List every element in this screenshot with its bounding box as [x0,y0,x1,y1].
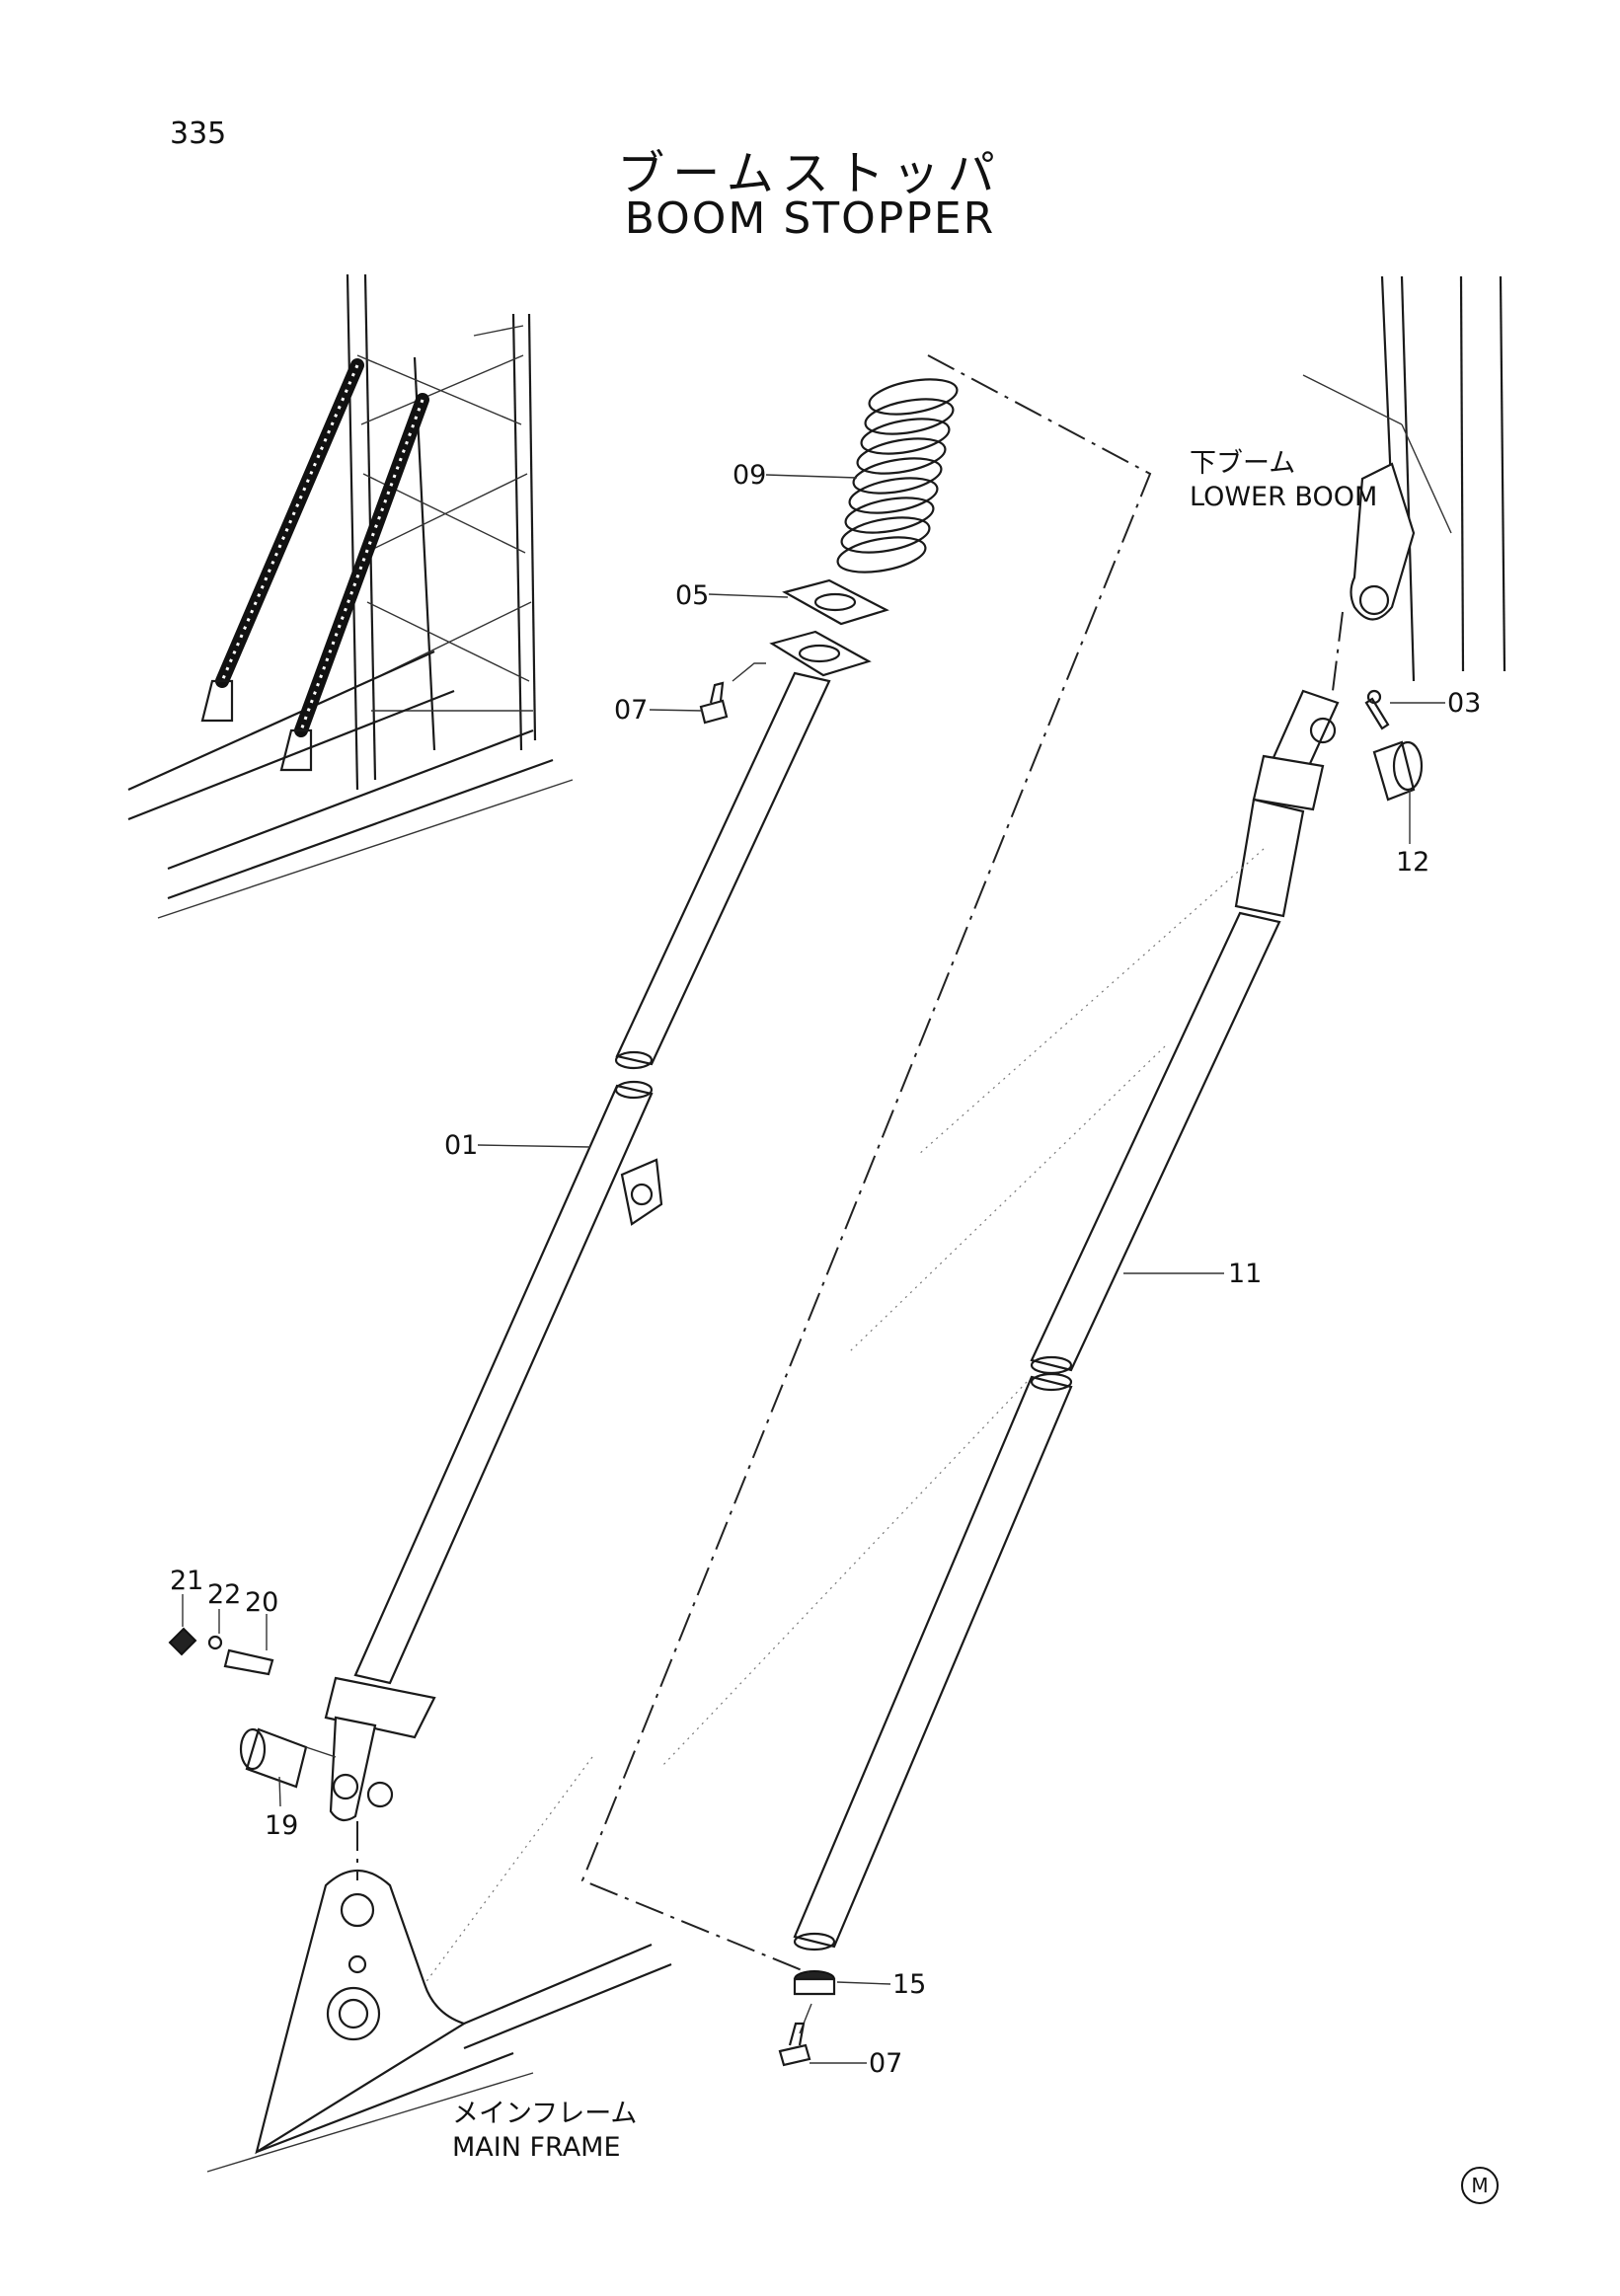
parts-19-20-21-22 [168,1627,337,1789]
circled-m-mark: M [1461,2167,1499,2204]
main-frame-bracket [206,1821,672,2173]
callout-leaders [182,474,1445,2064]
main-frame-label-jp: メインフレーム [452,2099,638,2129]
lower-boom-bracket [1302,275,1506,682]
callout-15: 15 [892,1969,927,2000]
part-05-flange [769,578,889,677]
parts-15-07-lower [778,1970,836,2067]
lower-boom-label-en: LOWER BOOM [1190,482,1378,512]
page-number: 335 [170,116,227,151]
callout-21: 21 [170,1566,204,1596]
part-01-tube [324,671,831,1822]
main-frame-label-en: MAIN FRAME [452,2132,621,2163]
page-title-jp: ブームストッパ [617,146,1003,201]
callout-19: 19 [265,1810,299,1841]
part-09-bellows [836,378,959,574]
page-title-en: BOOM STOPPER [624,193,996,244]
callout-09: 09 [733,460,767,491]
callout-11: 11 [1228,1259,1263,1289]
callout-22: 22 [207,1579,242,1610]
lower-boom-label-jp: 下ブーム [1190,448,1296,479]
part-11-tube [793,689,1340,1952]
inset-crane-mast [127,273,574,919]
parts-03-12 [1364,689,1424,802]
callout-05: 05 [675,580,710,611]
callout-01: 01 [444,1130,479,1161]
callout-03: 03 [1447,688,1482,719]
callout-07-upper: 07 [614,695,649,726]
callout-12: 12 [1396,847,1430,878]
assembly-lines [424,354,1344,1985]
callout-07-lower: 07 [869,2048,903,2079]
callout-20: 20 [245,1587,279,1618]
part-07-bolt-upper [699,662,766,725]
